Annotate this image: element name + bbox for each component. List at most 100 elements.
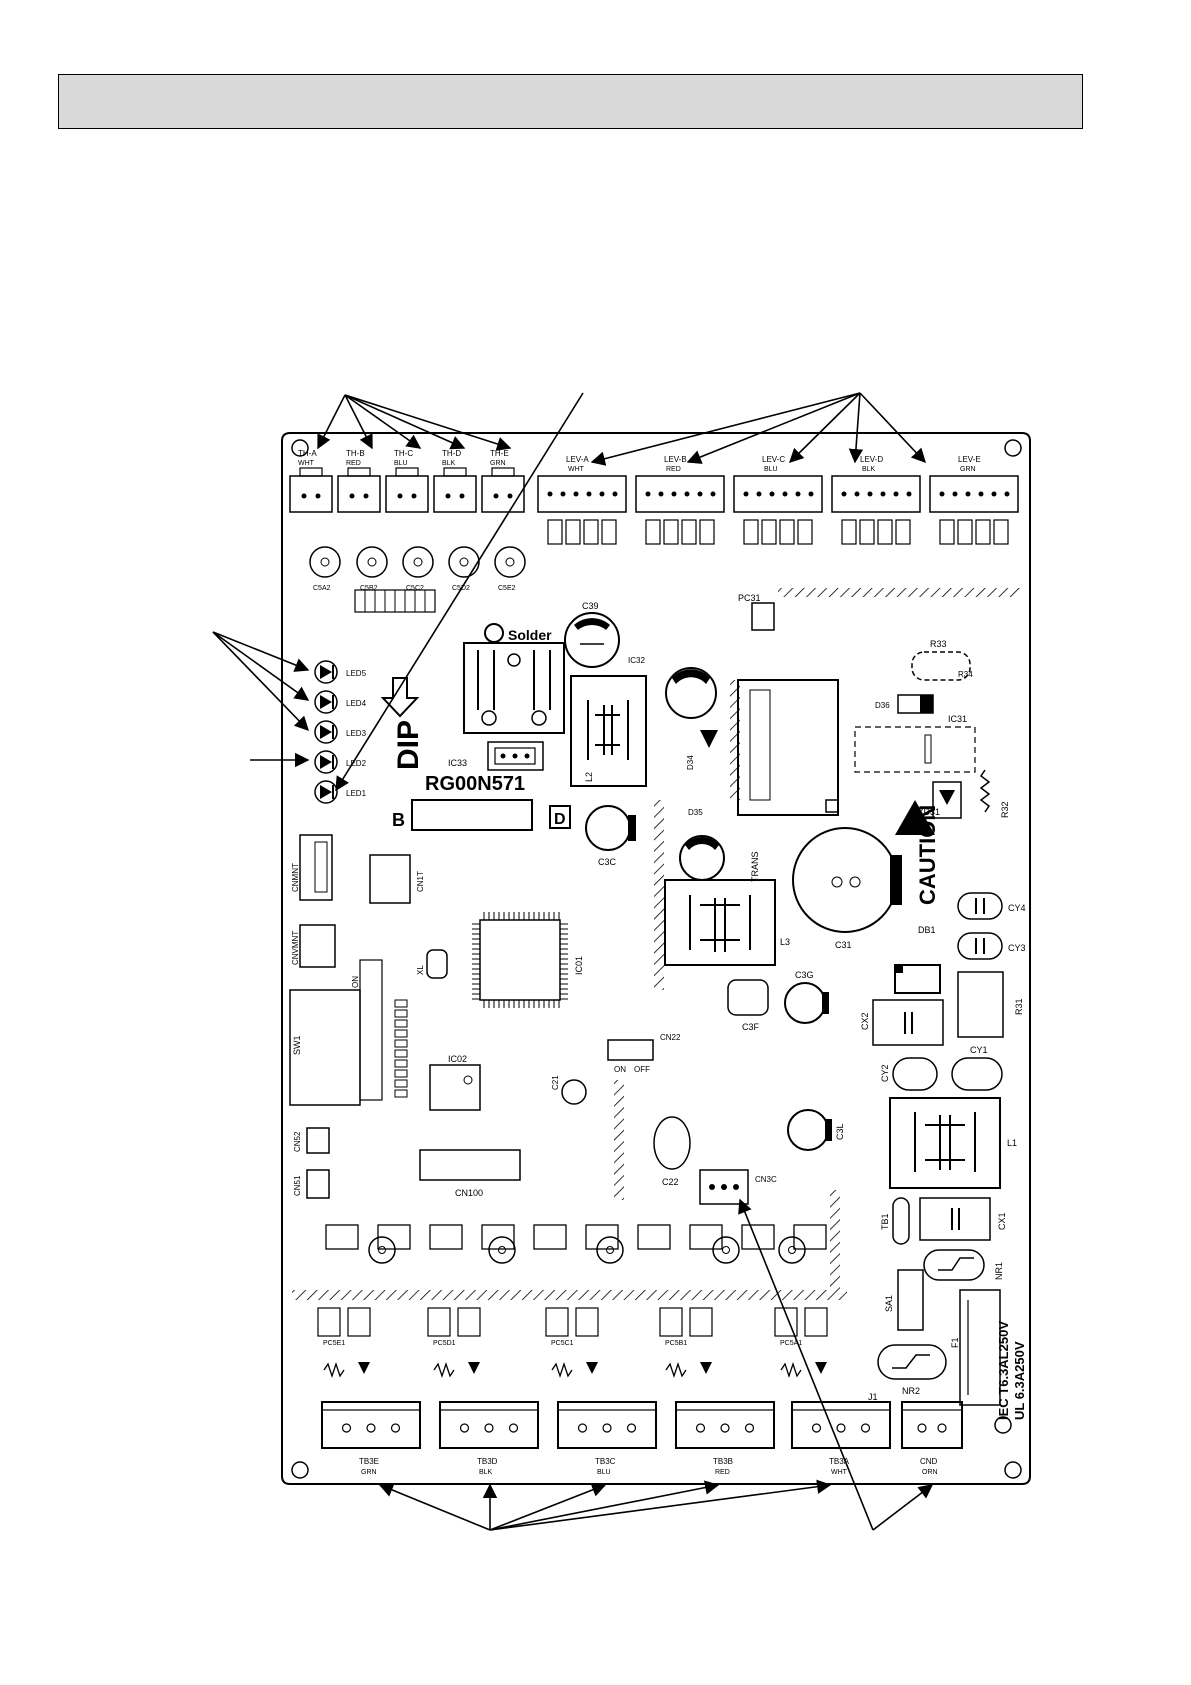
- cy3-capacitor: [957, 932, 1003, 960]
- c3c-label: C3C: [598, 857, 617, 867]
- sw1-label: SW1: [292, 1035, 302, 1055]
- lev-connector-lev-b[interactable]: LEV-B RED: [635, 455, 725, 545]
- hv-zone: [778, 588, 1020, 597]
- r31-resistor: [957, 971, 1004, 1038]
- tb1-label: TB1: [880, 1213, 890, 1230]
- cy4-capacitor: [957, 892, 1003, 920]
- led-led4: LED4: [314, 690, 367, 714]
- xl-crystal: [426, 949, 448, 979]
- thermistor-connector-th-a[interactable]: TH-A WHT: [289, 449, 333, 513]
- photocoupler-pc5c1: PC5C1: [545, 1307, 599, 1379]
- thermistor-name: TH-B: [346, 449, 365, 458]
- lev-connector-lev-c[interactable]: LEV-C BLU: [733, 455, 823, 545]
- transistor-row: [325, 1224, 827, 1250]
- capacitor-c5b3: [712, 1236, 740, 1264]
- cx2-capacitor: [872, 999, 944, 1046]
- ic31-label: IC31: [948, 714, 967, 724]
- dip-label: DIP: [392, 720, 425, 770]
- c3f-capacitor: [727, 979, 769, 1016]
- thermistor-color: BLU: [394, 460, 408, 467]
- ic33-heatsink: [463, 642, 565, 771]
- thermistor-name: TH-A: [298, 449, 317, 458]
- nr2-label: NR2: [902, 1386, 920, 1396]
- mounting-hole: [291, 1461, 309, 1479]
- terminal-block-tb3d[interactable]: TB3D BLK: [439, 1401, 539, 1476]
- terminal-block-color: BLU: [597, 1469, 611, 1476]
- capacitor-c5e3: [368, 1236, 396, 1264]
- cn3c-label: CN3C: [755, 1175, 777, 1184]
- photocoupler-pc5b1: PC5B1: [659, 1307, 713, 1379]
- transformer: [737, 679, 839, 816]
- c39-label: C39: [582, 601, 599, 611]
- terminal-block-color: RED: [715, 1469, 730, 1476]
- ic02-label: IC02: [448, 1054, 467, 1064]
- led-led2: LED2: [314, 750, 367, 774]
- tb1-terminal: [892, 1197, 910, 1245]
- lev-name: LEV-C: [762, 455, 785, 464]
- capacitor-c5e2: C5E2: [494, 546, 526, 592]
- lev-color: RED: [666, 466, 681, 473]
- cy1-label: CY1: [970, 1045, 988, 1055]
- cn100-connector: [419, 1149, 521, 1181]
- terminal-block-color: BLK: [479, 1469, 493, 1476]
- zd31-label: ZD31: [918, 807, 940, 817]
- l2-label: L2: [584, 772, 594, 782]
- thermistor-connector-th-c[interactable]: TH-C BLU: [385, 449, 429, 513]
- pc31-label: PC31: [738, 593, 761, 603]
- section-d-label: D: [554, 811, 566, 828]
- c21-capacitor: [561, 1079, 587, 1105]
- cn22-label: CN22: [660, 1033, 681, 1042]
- cn1t-label: CN1T: [416, 871, 425, 892]
- hv-zone: [292, 1290, 847, 1300]
- mounting-hole: [1004, 1461, 1022, 1479]
- nr2-varistor: [877, 1344, 947, 1380]
- led-label: LED1: [346, 789, 367, 798]
- switch-off-label: OFF: [634, 1065, 650, 1074]
- hv-zone: [614, 1080, 624, 1200]
- ic01-microcontroller: [472, 912, 568, 1008]
- photocoupler-label: PC5A1: [780, 1340, 802, 1347]
- l1-label: L1: [1007, 1138, 1017, 1148]
- c31-capacitor: [792, 827, 902, 933]
- led-led1: LED1: [314, 780, 367, 804]
- dip-arrow-icon: [380, 677, 420, 718]
- f1-fuse-holder: [959, 1289, 1001, 1406]
- thermistor-name: TH-C: [394, 449, 413, 458]
- thermistor-color: WHT: [298, 460, 315, 467]
- terminal-block-color: GRN: [361, 1469, 377, 1476]
- photocoupler-pc5a1: PC5A1: [774, 1307, 828, 1379]
- d34-label: D34: [686, 755, 695, 770]
- cn51-label: CN51: [293, 1175, 302, 1196]
- cnvmnt-label: CNVMNT: [291, 931, 300, 965]
- d34-diode: [700, 730, 718, 748]
- solder-icon: [484, 623, 504, 643]
- cn51-connector: [306, 1169, 330, 1199]
- led-led5: LED5: [314, 660, 367, 684]
- capacitor-c5a2: C5A2: [309, 546, 341, 592]
- lev-color: BLU: [764, 466, 778, 473]
- zd31-diode: [932, 781, 962, 819]
- cn52-label: CN52: [293, 1131, 302, 1152]
- xl-label: XL: [416, 965, 425, 975]
- r33-resistor: [911, 651, 971, 681]
- thermistor-name: TH-D: [442, 449, 461, 458]
- mounting-hole: [291, 439, 309, 457]
- hv-zone: [654, 800, 664, 990]
- pc31-optocoupler: [751, 602, 775, 631]
- c3b-capacitor: [665, 667, 717, 719]
- terminal-block-name: TB3D: [477, 1457, 498, 1466]
- lev-name: LEV-B: [664, 455, 687, 464]
